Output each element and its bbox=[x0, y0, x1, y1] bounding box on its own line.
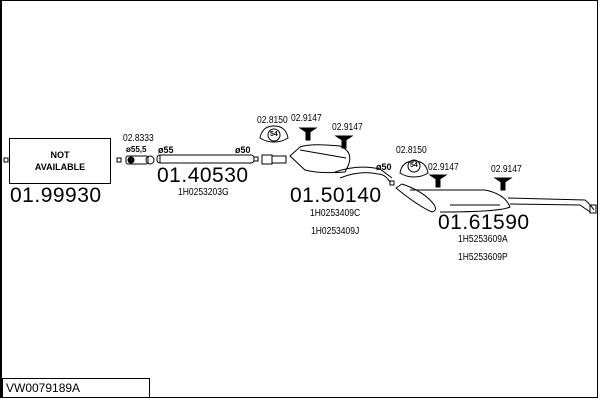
hanger-icon bbox=[298, 127, 318, 141]
part-number[interactable]: 01.61590 bbox=[438, 211, 530, 234]
oe-number: 1H5253609P bbox=[458, 252, 508, 263]
accessory-ref[interactable]: 02.9147 bbox=[291, 113, 322, 124]
gasket-icon-2 bbox=[399, 159, 429, 178]
gasket-icon bbox=[259, 125, 289, 143]
rear-muffler-drawing bbox=[395, 183, 595, 213]
accessory-ref[interactable]: 02.9147 bbox=[491, 164, 522, 175]
hanger-icon bbox=[493, 177, 513, 191]
connector-right bbox=[116, 157, 122, 163]
catalyst-drawing bbox=[261, 144, 395, 186]
note-line: AVAILABLE bbox=[34, 162, 86, 172]
note-line: NOT bbox=[50, 150, 70, 160]
gasket-size: 54 bbox=[270, 131, 278, 138]
part-number[interactable]: 01.50140 bbox=[290, 184, 382, 207]
accessory-ref[interactable]: 02.8333 bbox=[123, 133, 154, 144]
hanger-icon bbox=[428, 174, 448, 188]
diameter-label: ø55 bbox=[158, 145, 174, 155]
part-number[interactable]: 01.40530 bbox=[157, 164, 249, 187]
oe-number: 1H5253609A bbox=[458, 234, 508, 245]
not-available-box: NOT AVAILABLE bbox=[9, 138, 111, 184]
diameter-label: ø50 bbox=[235, 145, 251, 155]
diameter-label: ø50 bbox=[376, 162, 392, 172]
diameter-label: ø55,5 bbox=[126, 145, 147, 154]
diagram-code: VW0079189A bbox=[2, 378, 150, 398]
hanger-icon bbox=[334, 135, 354, 149]
front-pipe-drawing bbox=[156, 154, 259, 164]
gasket-size: 54 bbox=[410, 162, 418, 169]
connector-left bbox=[3, 157, 9, 163]
tailpipe-end bbox=[589, 204, 597, 214]
oe-number: 1H0253203G bbox=[178, 187, 229, 198]
accessory-ref[interactable]: 02.9147 bbox=[332, 122, 363, 133]
clamp-icon bbox=[125, 155, 155, 165]
accessory-ref[interactable]: 02.8150 bbox=[396, 145, 427, 156]
part-number[interactable]: 01.99930 bbox=[10, 184, 102, 207]
accessory-ref[interactable]: 02.8150 bbox=[257, 115, 288, 126]
oe-number: 1H0253409C bbox=[310, 208, 361, 219]
accessory-ref[interactable]: 02.9147 bbox=[428, 162, 459, 173]
oe-number: 1H0253409J bbox=[311, 226, 360, 237]
